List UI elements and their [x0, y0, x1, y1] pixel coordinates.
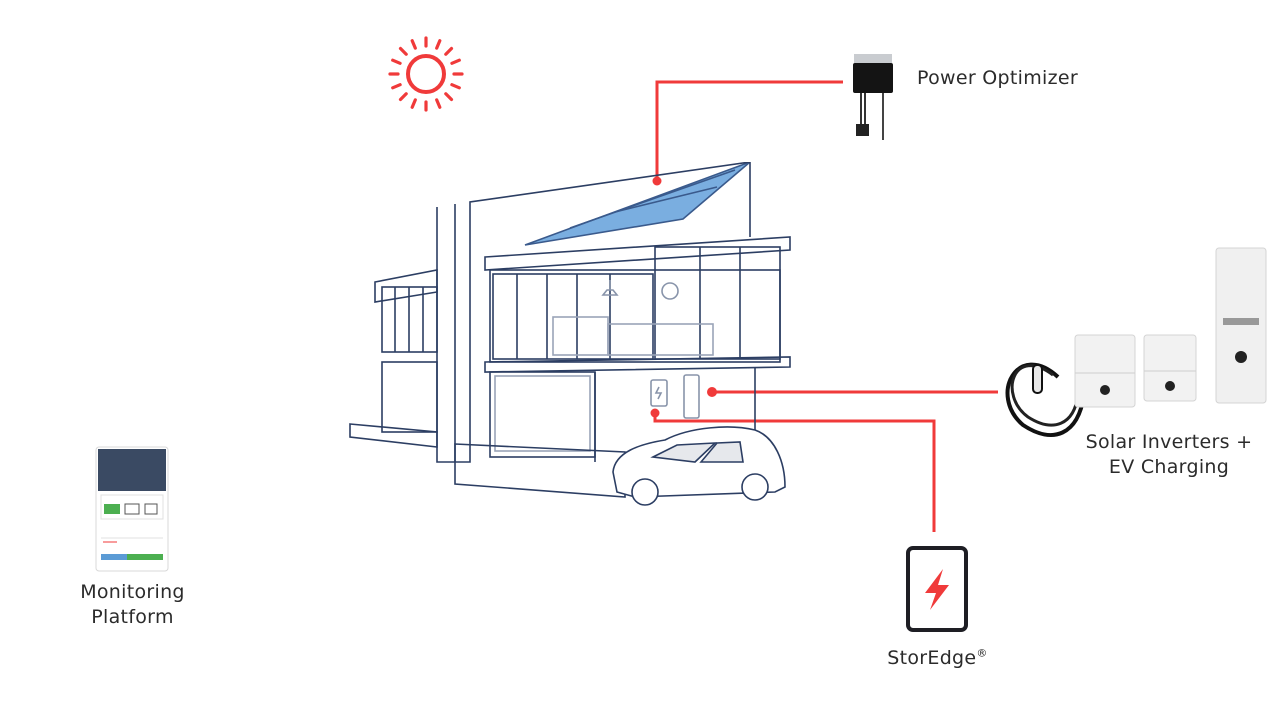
sun-icon — [386, 34, 466, 114]
inverters-label-line1: Solar Inverters + — [1085, 431, 1253, 453]
monitoring-label-line1: Monitoring — [80, 581, 185, 603]
inverters-label-line2: EV Charging — [1108, 456, 1230, 479]
power-optimizer-label: Power Optimizer — [917, 67, 1078, 89]
battery-bolt-icon — [905, 545, 969, 633]
storedge-label-text: StorEdge — [887, 647, 977, 669]
storedge-label: StorEdge® — [870, 646, 1005, 671]
phone-app-icon — [95, 446, 169, 572]
house-illustration — [345, 162, 800, 507]
inverters-label: Solar Inverters + EV Charging — [1074, 430, 1264, 480]
inverter-icon — [998, 245, 1268, 445]
monitoring-label: Monitoring Platform — [55, 580, 210, 630]
monitoring-label-line2: Platform — [91, 606, 174, 629]
trademark-symbol: ® — [976, 646, 988, 660]
power-optimizer-icon — [850, 52, 896, 144]
